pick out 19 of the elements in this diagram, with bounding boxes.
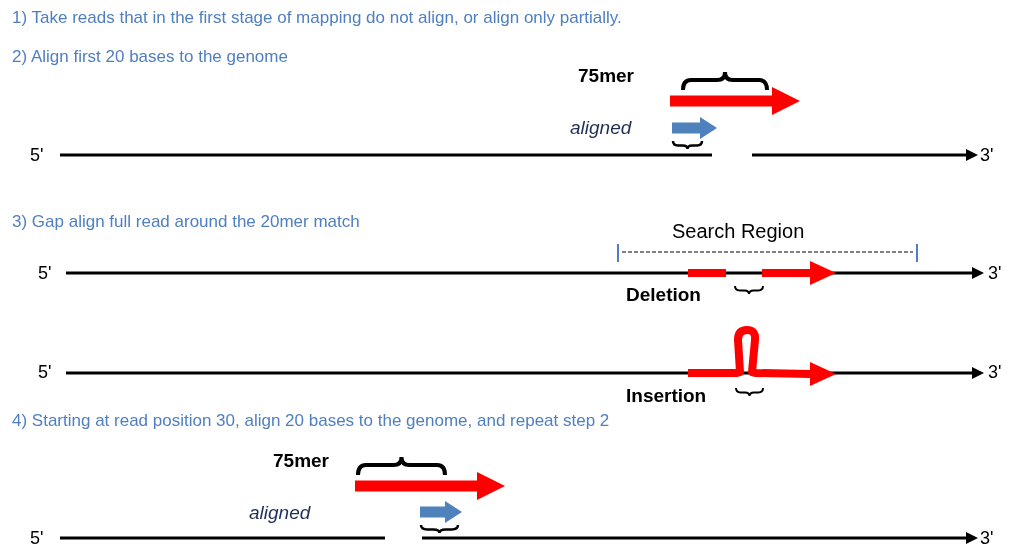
read-length-label: 75mer (273, 449, 329, 473)
strand-end-label: 5' (38, 361, 52, 384)
strand-end-label: 3' (988, 262, 1002, 285)
aligned-label: aligned (249, 501, 311, 525)
insertion-label: Insertion (626, 384, 707, 408)
strand-end-label: 5' (38, 262, 52, 285)
step-text: 3) Gap align full read around the 20mer match (12, 211, 360, 233)
search-region-label: Search Region (672, 219, 805, 243)
strand-end-label: 3' (980, 527, 994, 550)
read-length-label: 75mer (578, 64, 634, 88)
step-text: 1) Take reads that in the first stage of mapping do not align, or align only partially. (12, 7, 622, 29)
strand-end-label: 5' (30, 144, 44, 167)
strand-end-label: 3' (988, 361, 1002, 384)
deletion-label: Deletion (626, 283, 701, 307)
strand-end-label: 5' (30, 527, 44, 550)
strand-end-label: 3' (980, 144, 994, 167)
aligned-label: aligned (570, 116, 632, 140)
step-text: 4) Starting at read position 30, align 20 bases to the genome, and repeat step 2 (12, 410, 611, 432)
step-text: 2) Align first 20 bases to the genome (12, 46, 288, 68)
